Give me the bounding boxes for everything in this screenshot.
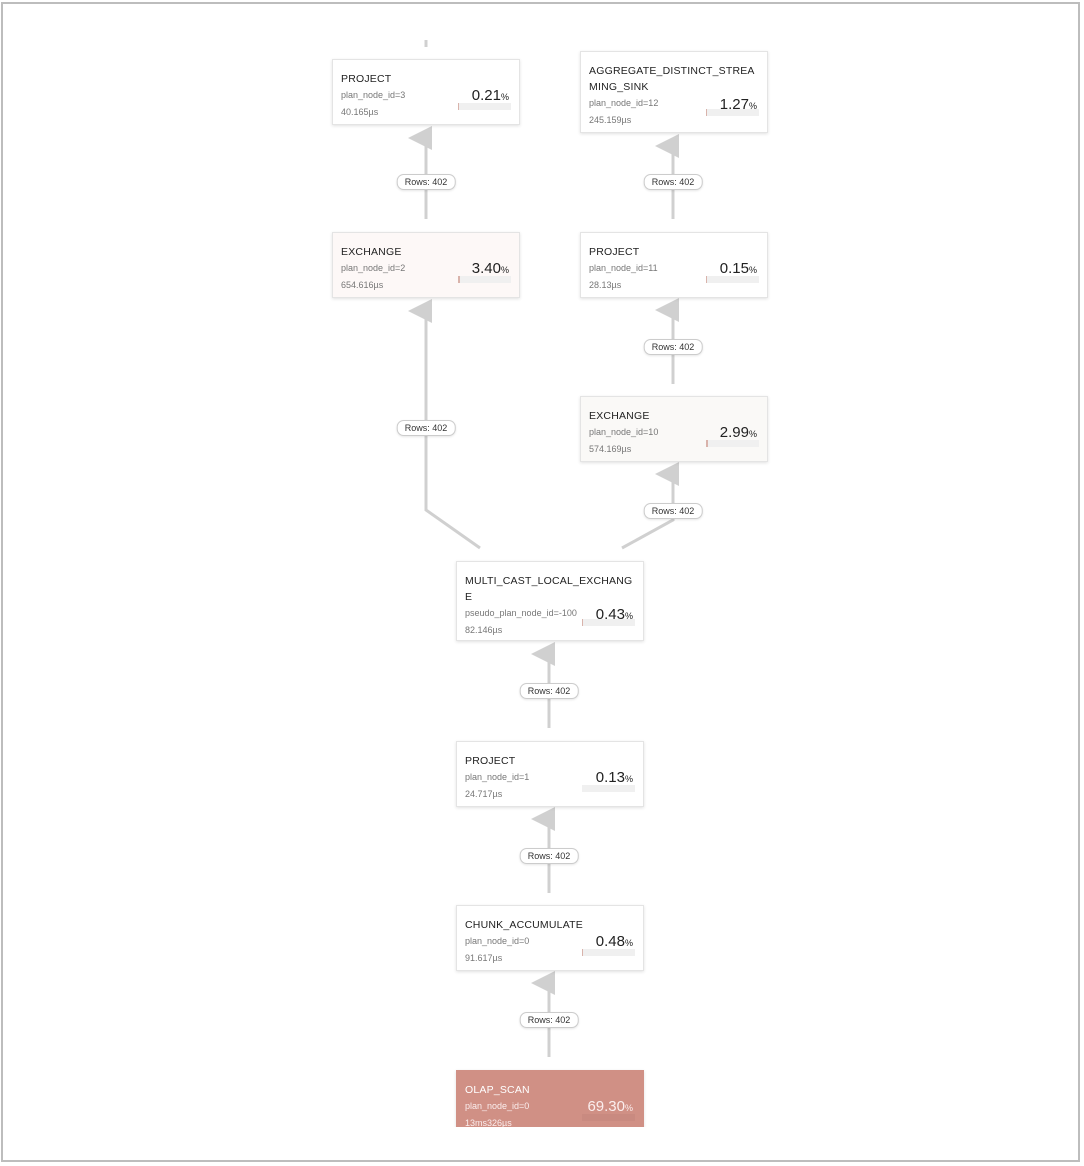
node-percent: 0.21% [472,87,509,104]
node-time: 28.13µs [589,280,622,290]
percent-unit: % [748,101,757,111]
percent-value: 69.30 [587,1098,625,1115]
plan-node-project[interactable]: PROJECT plan_node_id=1 24.717µs 0.13% [456,741,644,807]
node-percent: 1.27% [720,96,757,113]
node-id: plan_node_id=0 [465,936,530,946]
node-time: 40.165µs [341,107,379,117]
edge-rows-label: Rows: 402 [519,848,579,864]
percent-unit: % [624,938,633,948]
percent-unit: % [500,92,509,102]
percent-unit: % [748,429,757,439]
percent-value: 3.40 [471,260,501,277]
node-time-bar [582,785,635,792]
edge-rows-label: Rows: 402 [643,339,703,355]
node-name: PROJECT [589,246,640,258]
plan-node-exchange[interactable]: EXCHANGE plan_node_id=2 654.616µs 3.40% [332,232,520,298]
percent-unit: % [624,1103,633,1113]
node-percent: 69.30% [587,1098,633,1115]
node-time: 13ms326µs [465,1118,512,1127]
node-time-bar [582,949,635,956]
node-id: plan_node_id=3 [341,90,406,100]
plan-node-olap-scan[interactable]: OLAP_SCAN plan_node_id=0 13ms326µs 69.30… [456,1070,644,1127]
node-name: CHUNK_ACCUMULATE [465,919,583,931]
node-id: plan_node_id=0 [465,1101,530,1111]
node-name: EXCHANGE [589,410,650,422]
node-time: 24.717µs [465,789,503,799]
node-percent: 2.99% [720,424,757,441]
edge-rows-label: Rows: 402 [519,683,579,699]
node-name: MULTI_CAST_LOCAL_EXCHANGE [465,575,633,603]
edge-multicast-exchange10 [621,462,679,550]
percent-value: 2.99 [719,424,749,441]
percent-unit: % [748,265,757,275]
node-time-bar [706,440,759,447]
edge-rows-label: Rows: 402 [643,174,703,190]
node-id: plan_node_id=1 [465,772,530,782]
plan-node-chunk-accumulate[interactable]: CHUNK_ACCUMULATE plan_node_id=0 91.617µs… [456,905,644,971]
percent-value: 0.13 [595,769,625,786]
node-percent: 0.48% [596,933,633,950]
plan-graph-canvas[interactable]: Rows: 402 Rows: 402 Rows: 402 Rows: 402 … [3,4,1078,1127]
node-time-bar [582,1114,635,1121]
percent-value: 0.15 [719,260,749,277]
plan-node-aggregate-distinct-streaming-sink[interactable]: AGGREGATE_DISTINCT_STREAMING_SINK plan_n… [580,51,768,133]
node-name: PROJECT [341,73,392,85]
node-time-bar [458,276,511,283]
node-time-bar [706,276,759,283]
node-time-bar [582,619,635,626]
percent-value: 1.27 [719,96,749,113]
node-id: plan_node_id=2 [341,263,406,273]
plan-node-multi-cast-local-exchange[interactable]: MULTI_CAST_LOCAL_EXCHANGE pseudo_plan_no… [456,561,644,641]
edge-rows-label: Rows: 402 [643,503,703,519]
node-time-bar-fill [458,276,460,283]
percent-unit: % [624,611,633,621]
node-time: 245.159µs [589,115,632,125]
plan-node-project[interactable]: PROJECT plan_node_id=11 28.13µs 0.15% [580,232,768,298]
edge-multicast-exchange2 [408,299,481,550]
node-time-bar [706,109,759,116]
edge-rows-label: Rows: 402 [396,174,456,190]
node-name: EXCHANGE [341,246,402,258]
node-time: 91.617µs [465,953,503,963]
node-time: 574.169µs [589,444,632,454]
node-name: AGGREGATE_DISTINCT_STREAMING_SINK [589,65,755,93]
node-time: 654.616µs [341,280,384,290]
percent-value: 0.21 [471,87,501,104]
node-time-bar [458,103,511,110]
node-name: OLAP_SCAN [465,1084,530,1096]
node-time: 82.146µs [465,625,503,635]
percent-value: 0.48 [595,933,625,950]
node-time-bar-fill [706,109,707,116]
node-percent: 0.43% [596,606,633,623]
node-id: plan_node_id=11 [589,263,658,273]
node-id: pseudo_plan_node_id=-100 [465,608,577,618]
edge-rows-label: Rows: 402 [519,1012,579,1028]
percent-value: 0.43 [595,606,625,623]
node-id: plan_node_id=12 [589,98,659,108]
node-id: plan_node_id=10 [589,427,659,437]
node-time-bar-fill [706,440,708,447]
plan-node-exchange[interactable]: EXCHANGE plan_node_id=10 574.169µs 2.99% [580,396,768,462]
node-percent: 0.13% [596,769,633,786]
node-name: PROJECT [465,755,516,767]
node-percent: 0.15% [720,260,757,277]
percent-unit: % [500,265,509,275]
percent-unit: % [624,774,633,784]
node-percent: 3.40% [472,260,509,277]
edge-rows-label: Rows: 402 [396,420,456,436]
plan-node-project[interactable]: PROJECT plan_node_id=3 40.165µs 0.21% [332,59,520,125]
